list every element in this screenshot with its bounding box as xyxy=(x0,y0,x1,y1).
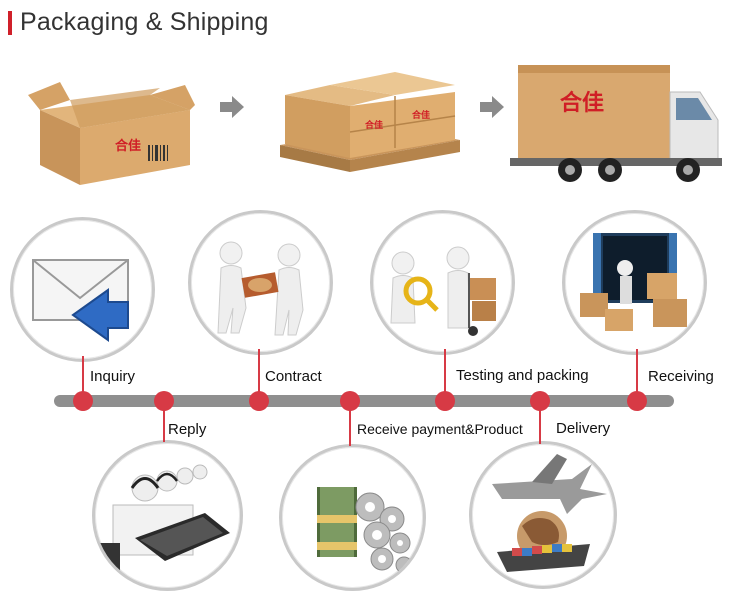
envelope-icon xyxy=(32,259,129,342)
step-label-inquiry: Inquiry xyxy=(90,368,136,385)
pallet-icon: 合佳 合佳 xyxy=(280,72,460,172)
delivery-dot xyxy=(530,391,550,411)
step-label-delivery: Delivery xyxy=(556,420,611,437)
receiving-dot xyxy=(627,391,647,411)
packaging-illustration: 合佳 合佳 合佳 合佳 xyxy=(28,65,722,185)
pallet-brand-mark: 合佳 xyxy=(365,119,383,130)
testing-stem xyxy=(444,349,446,400)
payment-dot xyxy=(340,391,360,411)
delivery-stem xyxy=(539,402,541,444)
header: Packaging & Shipping xyxy=(8,8,269,37)
step-label-contract: Contract xyxy=(265,368,322,385)
inquiry-dot xyxy=(73,391,93,411)
money-gears-icon xyxy=(317,487,413,574)
receive-payment-circle xyxy=(279,444,426,591)
truck-brand-mark: 合佳 xyxy=(560,90,604,115)
process-timeline xyxy=(54,395,674,407)
call-center-icon xyxy=(100,464,230,573)
page-title: Packaging & Shipping xyxy=(20,8,269,36)
receiving-stem xyxy=(636,349,638,400)
container-icon xyxy=(580,233,687,331)
truck-icon: 合佳 xyxy=(510,65,722,182)
box-brand-mark: 合佳 xyxy=(115,138,141,153)
reply-circle xyxy=(92,440,243,591)
step-label-receiving: Receiving xyxy=(648,368,714,385)
inquiry-stem xyxy=(82,356,84,400)
contract-stem xyxy=(258,349,260,400)
testing-dot xyxy=(435,391,455,411)
payment-stem xyxy=(349,402,351,446)
step-label-testing: Testing and packing xyxy=(456,367,589,384)
contract-dot xyxy=(249,391,269,411)
testing-icon xyxy=(390,246,496,336)
reply-stem xyxy=(163,402,165,442)
step-label-receive-payment: Receive payment&Product xyxy=(357,421,523,437)
inquiry-circle xyxy=(10,217,155,362)
box-icon: 合佳 xyxy=(28,82,195,185)
reply-dot xyxy=(154,391,174,411)
handshake-icon xyxy=(217,241,304,336)
receiving-circle xyxy=(562,210,707,355)
airplane-globe-icon xyxy=(492,454,607,572)
testing-circle xyxy=(370,210,515,355)
step-label-reply: Reply xyxy=(168,421,207,438)
contract-circle xyxy=(188,210,333,355)
pallet-brand-mark-2: 合佳 xyxy=(412,109,430,120)
title-accent-bar xyxy=(8,10,12,35)
arrow-right-icon xyxy=(480,96,504,118)
delivery-circle xyxy=(469,441,617,589)
arrow-right-icon xyxy=(220,96,244,118)
